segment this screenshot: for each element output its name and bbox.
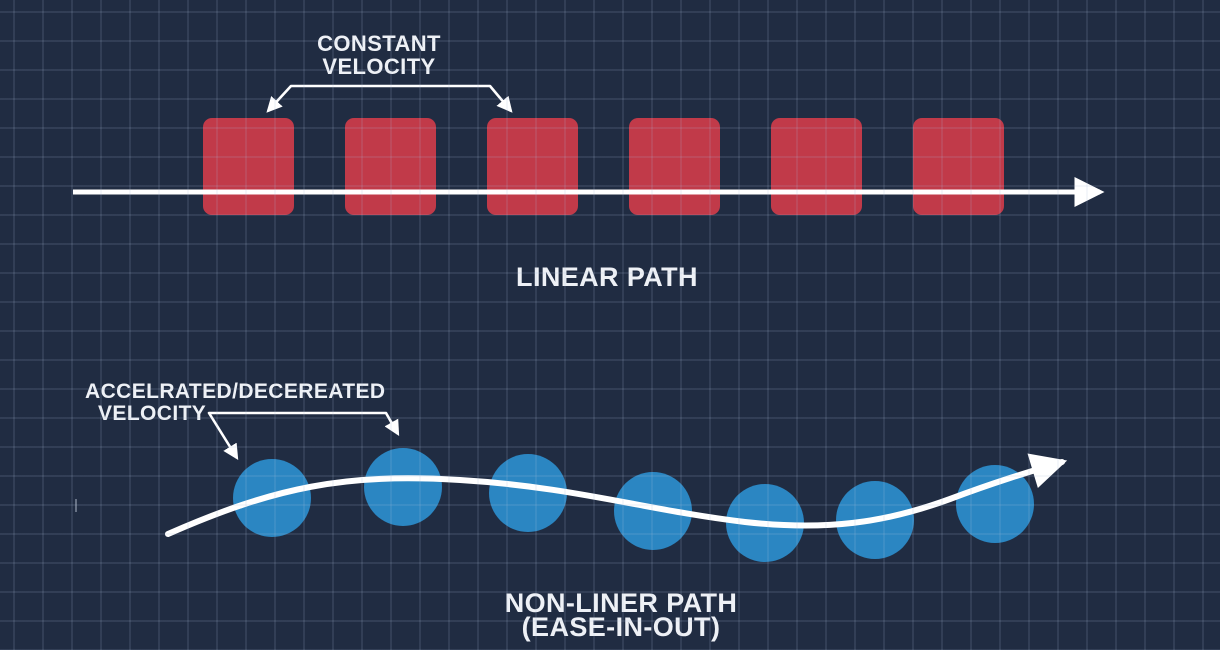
accelerated-velocity-line2: VELOCITY: [98, 402, 207, 425]
nonlinear-caption-line1: NON-LINER PATH: [504, 588, 738, 618]
red-square-1: [203, 118, 294, 215]
nonlinear-caption-line2: (EASE-IN-OUT): [521, 612, 721, 642]
constant-velocity-line1: CONSTANT: [317, 31, 441, 56]
nonlinear-path-caption: NON-LINER PATH (EASE-IN-OUT): [471, 588, 771, 642]
linear-path-caption: LINEAR PATH: [516, 262, 698, 292]
accelerated-velocity-callout-arrows: [207, 411, 400, 460]
red-square-2: [345, 118, 436, 215]
accelerated-velocity-line1: ACCELRATED/DECEREATED: [85, 380, 386, 403]
blue-circle-7: [956, 465, 1034, 543]
nonlinear-path-arrow: [165, 453, 1068, 537]
red-square-3: [487, 118, 578, 215]
red-square-6: [913, 118, 1004, 215]
constant-velocity-line2: VELOCITY: [322, 54, 436, 79]
red-square-5: [771, 118, 862, 215]
blue-circle-2: [364, 448, 442, 526]
constant-velocity-label: CONSTANT VELOCITY: [259, 32, 499, 78]
stray-tick-mark: [75, 499, 77, 512]
red-square-4: [629, 118, 720, 215]
constant-velocity-callout-arrows: [266, 84, 513, 113]
